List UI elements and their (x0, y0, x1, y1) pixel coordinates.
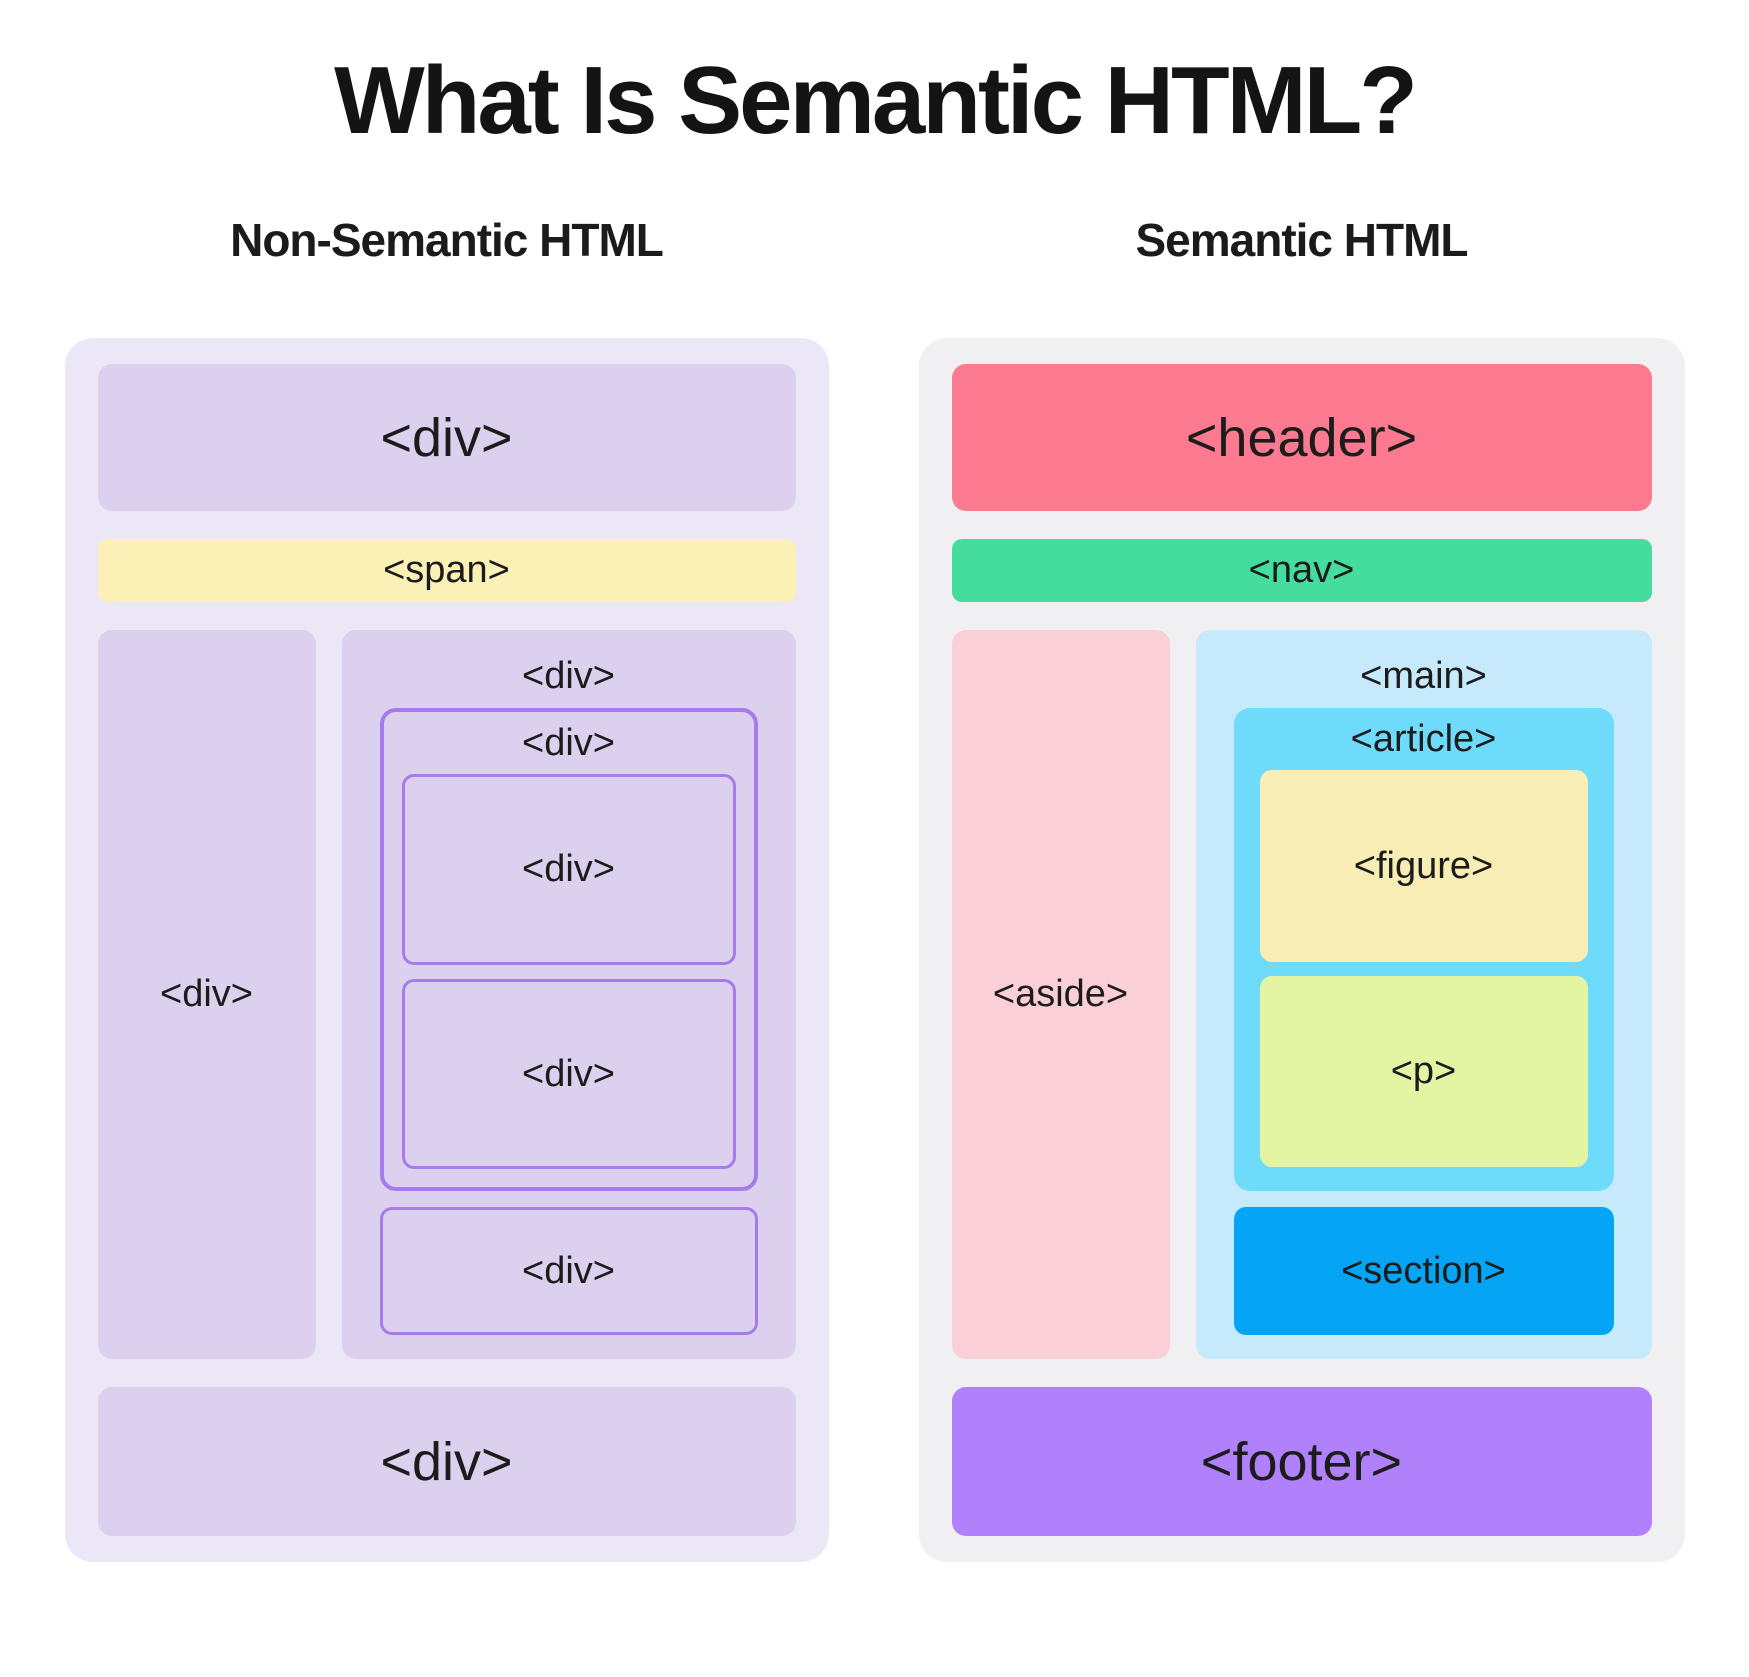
article-label: <article> (1350, 717, 1497, 760)
div-container-label: <div> (522, 654, 615, 697)
aside-box: <aside> (951, 630, 1170, 1360)
nav-bar: <nav> (951, 539, 1652, 603)
section-box: <section> (1233, 1207, 1614, 1336)
main-label: <main> (1360, 654, 1487, 697)
non-semantic-middle-row: <div> <div> <div> <div> <div> <div> (97, 630, 796, 1360)
main-box: <main> <article> <figure> <p> <section> (1195, 630, 1652, 1360)
p-box: <p> (1259, 975, 1588, 1168)
span-bar: <span> (97, 539, 796, 603)
div-box-bottom: <div> (97, 1387, 796, 1537)
non-semantic-panel: <div> <span> <div> <div> <div> <div> <di… (64, 338, 829, 1563)
semantic-panel: <header> <nav> <aside> <main> <article> … (918, 338, 1685, 1563)
div-box-sidebar: <div> (97, 630, 316, 1360)
div-box-container: <div> <div> <div> <div> <div> (341, 630, 796, 1360)
comparison-columns: Non-Semantic HTML <div> <span> <div> <di… (0, 212, 1749, 1563)
div-box-top: <div> (97, 364, 796, 512)
figure-box: <figure> (1259, 770, 1588, 962)
page-title: What Is Semantic HTML? (334, 47, 1418, 154)
non-semantic-column: Non-Semantic HTML <div> <span> <div> <di… (64, 212, 829, 1563)
div-box-nested-3: <div> (379, 1207, 758, 1336)
div-box-nested-outer: <div> <div> <div> (379, 708, 758, 1192)
main-content-stack: <article> <figure> <p> <section> (1233, 708, 1614, 1336)
header-box: <header> (951, 364, 1652, 512)
non-semantic-heading: Non-Semantic HTML (230, 214, 664, 267)
semantic-column: Semantic HTML <header> <nav> <aside> <ma… (918, 212, 1685, 1563)
article-box: <article> <figure> <p> (1233, 708, 1614, 1192)
semantic-heading: Semantic HTML (1135, 214, 1468, 267)
div-nested-outer-label: <div> (522, 721, 615, 764)
semantic-middle-row: <aside> <main> <article> <figure> <p> (951, 630, 1652, 1360)
div-box-nested-1: <div> (401, 774, 736, 965)
div-nested-stack: <div> <div> <div> <div> (379, 708, 758, 1336)
footer-box: <footer> (951, 1387, 1652, 1537)
div-box-nested-2: <div> (401, 978, 736, 1170)
